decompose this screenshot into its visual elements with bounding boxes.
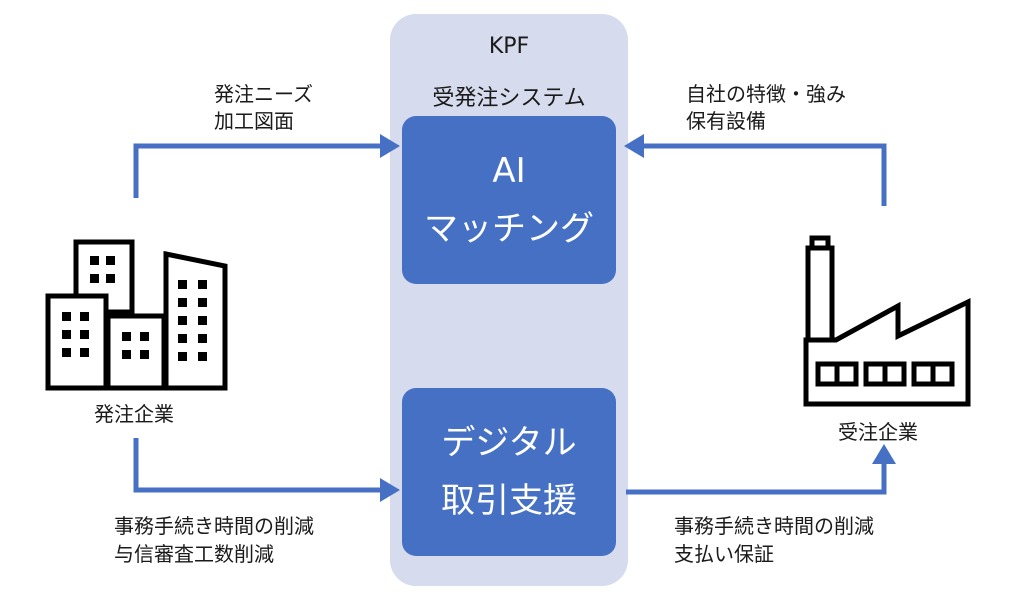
- arrowhead-icon: [380, 134, 400, 158]
- supplier-name: 受注企業: [838, 420, 918, 444]
- office-buildings-icon: [45, 239, 228, 391]
- system-subtitle: 受発注システム: [432, 86, 586, 111]
- ai-matching-box: AI マッチング: [402, 116, 616, 284]
- ai-box-line1: AI: [492, 151, 526, 191]
- digital-box-line1: デジタル: [441, 423, 577, 463]
- system-name: KPF: [488, 34, 530, 59]
- orderer-benefit-1: 事務手続き時間の削減: [114, 514, 314, 538]
- digital-box-line2: 取引支援: [441, 481, 577, 521]
- digital-to-supplier-arrow: [626, 460, 887, 495]
- digital-trade-box: デジタル 取引支援: [402, 388, 616, 556]
- ai-box-line2: マッチング: [424, 209, 594, 249]
- factory-icon: [803, 235, 971, 407]
- orderer-benefit-2: 与信審査工数削減: [114, 542, 274, 566]
- supplier-benefit-2: 支払い保証: [674, 542, 774, 566]
- strengths-label: 自社の特徴・強み: [686, 82, 846, 106]
- supplier-benefit-1: 事務手続き時間の削減: [674, 514, 874, 538]
- supplier-to-ai-arrow: [640, 143, 887, 206]
- arrowhead-icon: [872, 444, 896, 464]
- orderer-to-digital-arrow: [133, 438, 384, 493]
- arrowhead-icon: [380, 478, 400, 502]
- orderer-to-ai-arrow: [133, 143, 384, 198]
- order-needs-label: 発注ニーズ: [214, 82, 313, 106]
- arrowhead-icon: [624, 134, 644, 158]
- equipment-label: 保有設備: [686, 109, 766, 133]
- drawings-label: 加工図面: [214, 109, 294, 133]
- orderer-name: 発注企業: [94, 402, 174, 426]
